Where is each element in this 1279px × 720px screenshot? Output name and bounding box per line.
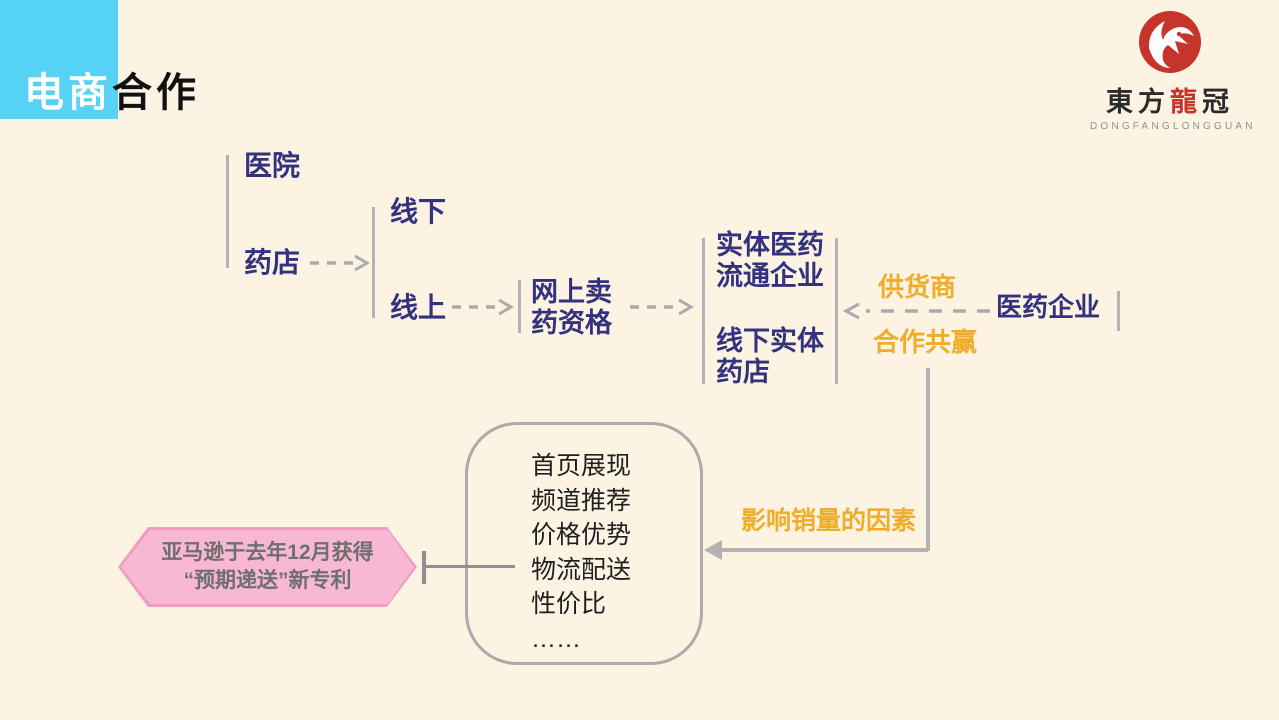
label-sales-factors: 影响销量的因素 bbox=[741, 507, 917, 535]
factors-list-item: 频道推荐 bbox=[531, 486, 632, 515]
node-physical-store-line2: 药店 bbox=[716, 357, 770, 388]
factors-list-item: 首页展现 bbox=[531, 452, 632, 480]
node-distributor-line2: 流通企业 bbox=[716, 261, 824, 292]
elbow-connector-vertical bbox=[926, 368, 930, 551]
node-qualification-line2: 药资格 bbox=[531, 308, 612, 339]
bracket-line-1 bbox=[226, 155, 229, 268]
logo-cn-part1: 東方 bbox=[1106, 87, 1170, 117]
factors-list: 首页展现 频道推荐 价格优势 物流配送 性价比 …… bbox=[468, 425, 700, 656]
page-title-rest: 合作 bbox=[112, 71, 200, 115]
node-physical-store: 线下实体 药店 bbox=[716, 326, 824, 388]
logo-cn-text: 東方龍冠 bbox=[1090, 80, 1250, 119]
page-title: 电商合作 bbox=[24, 60, 200, 118]
factors-list-item: …… bbox=[531, 624, 581, 653]
dashed-arrow-right-icon bbox=[452, 298, 514, 316]
node-distributor: 实体医药 流通企业 bbox=[716, 230, 824, 292]
node-pharmacy: 药店 bbox=[244, 247, 301, 278]
factors-box: 首页展现 频道推荐 价格优势 物流配送 性价比 …… bbox=[465, 422, 703, 665]
bracket-line-2 bbox=[372, 207, 375, 318]
node-offline: 线下 bbox=[390, 196, 447, 227]
dashed-arrow-right-icon bbox=[630, 298, 694, 316]
factors-list-item: 价格优势 bbox=[531, 521, 632, 549]
dashed-arrow-left-icon bbox=[842, 302, 990, 320]
node-pharma-company: 医药企业 bbox=[996, 292, 1101, 322]
bracket-line-5 bbox=[835, 238, 838, 384]
node-hospital: 医院 bbox=[244, 150, 301, 181]
node-physical-store-line1: 线下实体 bbox=[716, 326, 824, 356]
logo-cn-part3: 冠 bbox=[1202, 87, 1234, 117]
callout-connector-tick bbox=[422, 551, 426, 584]
amazon-patent-callout: 亚马逊于去年12月获得 “预期递送”新专利 bbox=[118, 527, 417, 607]
dashed-arrow-right-icon bbox=[310, 254, 370, 272]
label-win-win: 合作共赢 bbox=[873, 327, 978, 357]
bracket-line-3 bbox=[518, 280, 521, 333]
node-online: 线上 bbox=[390, 292, 447, 323]
bracket-line-4 bbox=[702, 238, 705, 384]
callout-text-line1: 亚马逊于去年12月获得 bbox=[161, 541, 374, 564]
dragon-logo-icon bbox=[1139, 11, 1201, 73]
bracket-line-6 bbox=[1117, 291, 1120, 331]
arrow-head-left-icon bbox=[704, 540, 722, 560]
node-qualification: 网上卖 药资格 bbox=[531, 277, 612, 339]
label-supplier: 供货商 bbox=[878, 272, 957, 302]
logo-cn-part2: 龍 bbox=[1170, 87, 1202, 117]
elbow-connector-horizontal bbox=[716, 548, 928, 552]
node-distributor-line1: 实体医药 bbox=[716, 230, 824, 260]
company-logo: 東方龍冠 DONGFANGLONGGUAN bbox=[1090, 8, 1256, 132]
callout-connector-line bbox=[426, 565, 515, 568]
logo-latin-text: DONGFANGLONGGUAN bbox=[1090, 121, 1256, 132]
factors-list-item: 物流配送 bbox=[531, 555, 632, 584]
callout-text: 亚马逊于去年12月获得 “预期递送”新专利 bbox=[118, 527, 417, 607]
callout-text-line2: “预期递送”新专利 bbox=[183, 569, 352, 592]
page-title-highlight: 电商 bbox=[24, 71, 112, 115]
factors-list-item: 性价比 bbox=[531, 590, 607, 618]
node-qualification-line1: 网上卖 bbox=[531, 277, 612, 307]
title-highlight-box bbox=[0, 0, 118, 119]
callout-hexagon-fill bbox=[121, 530, 414, 604]
